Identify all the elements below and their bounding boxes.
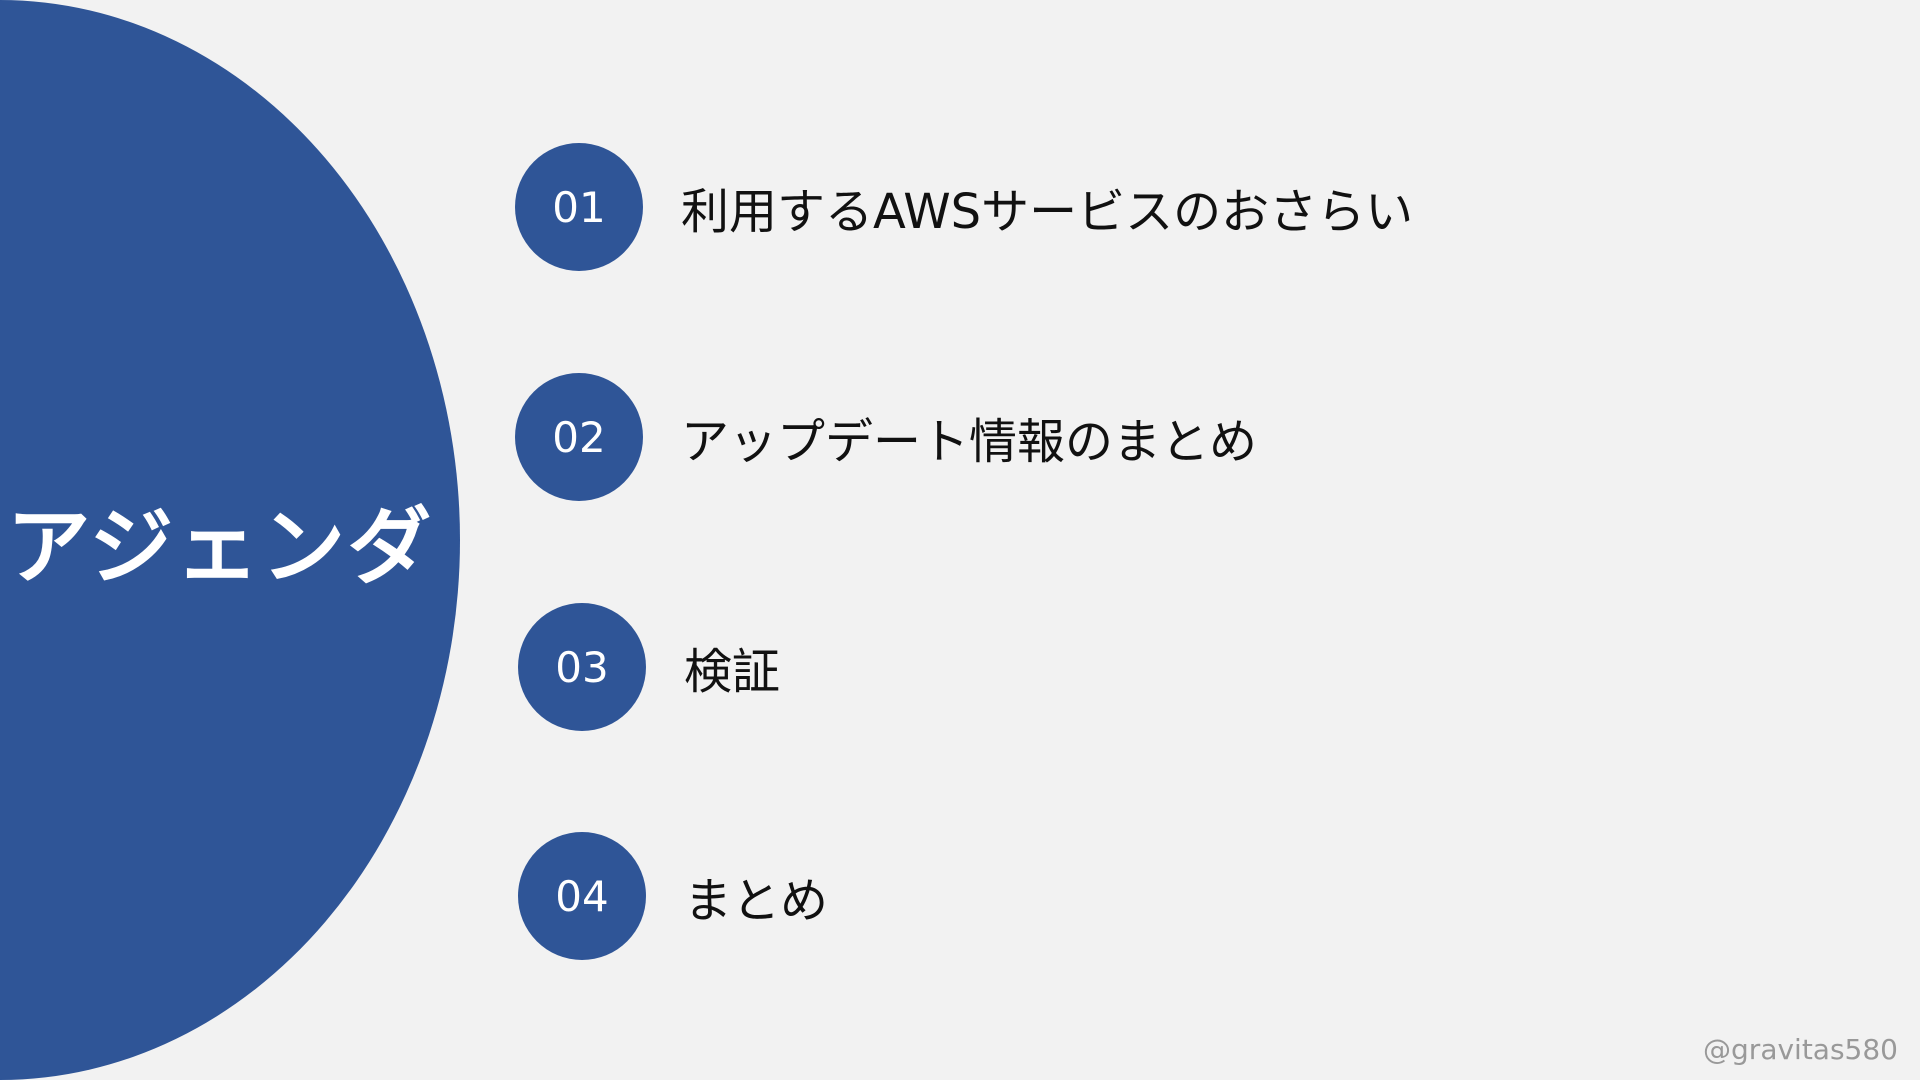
- agenda-number-badge: 04: [518, 832, 646, 960]
- agenda-number-badge: 02: [515, 373, 643, 501]
- agenda-item-01: 01 利用するAWSサービスのおさらい: [515, 143, 1413, 271]
- slide-title: アジェンダ: [6, 497, 434, 596]
- agenda-number-badge: 03: [518, 603, 646, 731]
- agenda-item-label: まとめ: [684, 873, 829, 929]
- agenda-item-label: 利用するAWSサービスのおさらい: [681, 184, 1414, 240]
- agenda-item-label: アップデート情報のまとめ: [681, 414, 1258, 470]
- agenda-item-03: 03 検証: [518, 603, 780, 731]
- agenda-number-badge: 01: [515, 143, 643, 271]
- agenda-item-02: 02 アップデート情報のまとめ: [515, 373, 1257, 501]
- agenda-item-label: 検証: [684, 644, 781, 700]
- author-watermark: @gravitas580: [1703, 1033, 1898, 1066]
- agenda-item-04: 04 まとめ: [518, 832, 828, 960]
